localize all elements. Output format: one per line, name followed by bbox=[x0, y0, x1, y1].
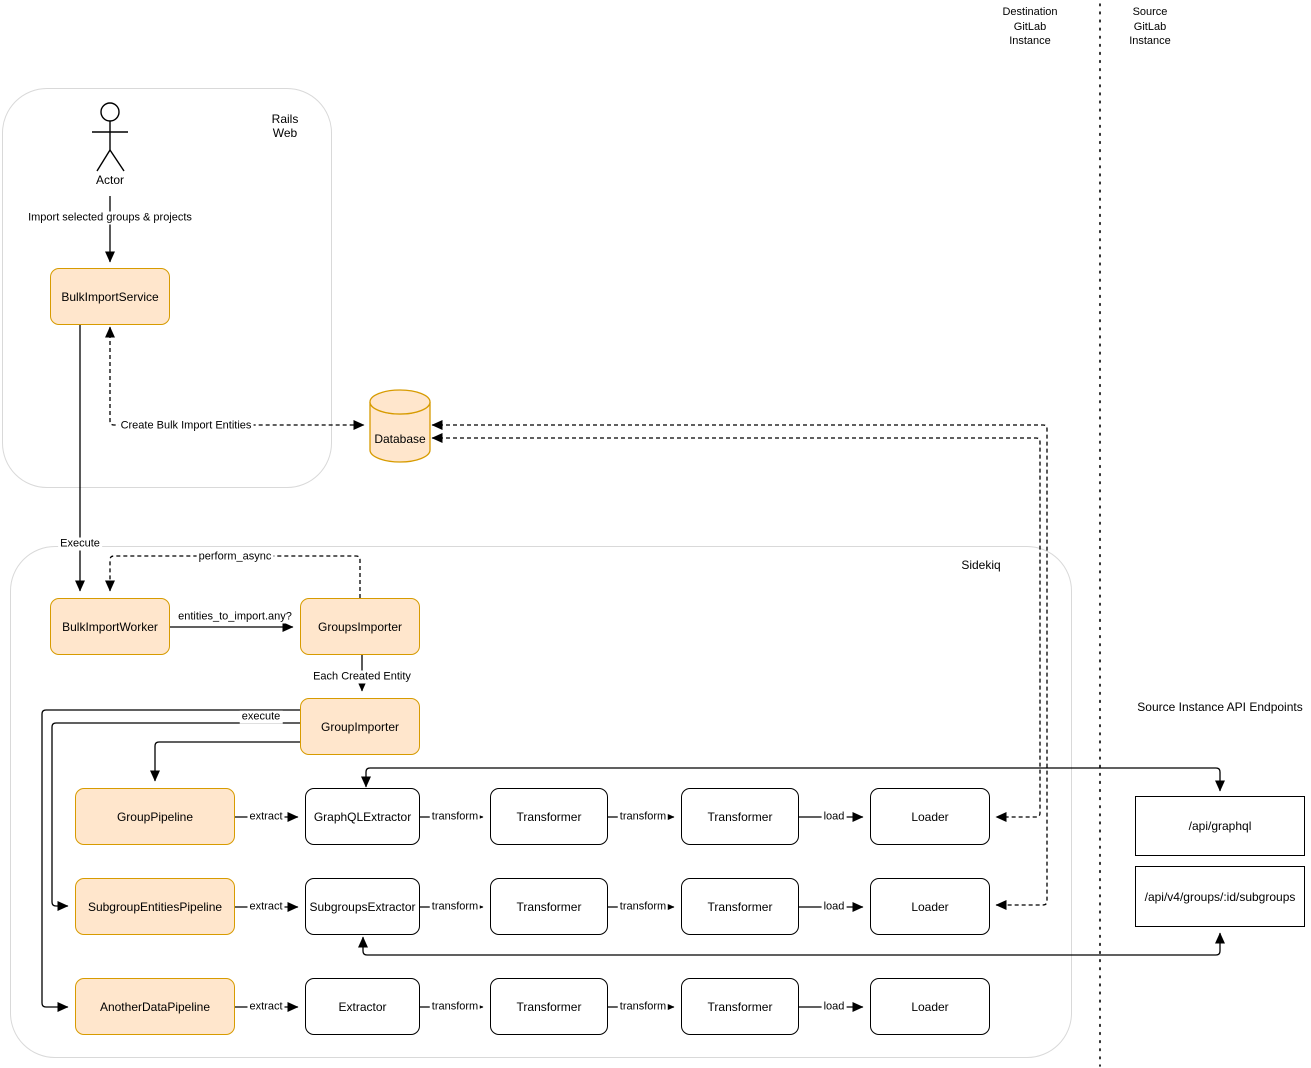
label-execute-pipeline: execute bbox=[239, 710, 283, 724]
label-transform1-row2: transform bbox=[429, 900, 481, 914]
edge-db-loader-row2 bbox=[431, 420, 1048, 910]
node-transformer-row2-b: Transformer bbox=[681, 878, 799, 935]
label-create-entities: Create Bulk Import Entities bbox=[118, 419, 254, 433]
node-transformer-row3-b: Transformer bbox=[681, 978, 799, 1035]
node-loader-row2: Loader bbox=[870, 878, 990, 935]
label-extract-row2: extract bbox=[247, 900, 285, 914]
label-load-row2: load bbox=[821, 900, 847, 914]
source-instance-label: Source GitLab Instance bbox=[1129, 6, 1171, 47]
node-group-importer: GroupImporter bbox=[300, 698, 420, 755]
actor-label: Actor bbox=[95, 173, 125, 187]
node-loader-row3: Loader bbox=[870, 978, 990, 1035]
node-transformer-row1-a: Transformer bbox=[490, 788, 608, 845]
edge-execute-subgroup-pipeline bbox=[51, 722, 300, 911]
api-endpoints-title: Source Instance API Endpoints bbox=[1137, 700, 1303, 714]
node-subgroups-extractor: SubgroupsExtractor bbox=[305, 878, 420, 935]
label-perform-async: perform_async bbox=[196, 550, 274, 564]
edge-subgroups-endpoint bbox=[358, 932, 1225, 956]
label-transform1-row3: transform bbox=[429, 1000, 481, 1014]
label-extract-row1: extract bbox=[247, 810, 285, 824]
node-another-data-pipeline: AnotherDataPipeline bbox=[75, 978, 235, 1035]
node-groups-importer: GroupsImporter bbox=[300, 598, 420, 655]
database-icon bbox=[369, 389, 431, 463]
node-bulk-import-service: BulkImportService bbox=[50, 268, 170, 325]
node-loader-row1: Loader bbox=[870, 788, 990, 845]
label-load-row1: load bbox=[821, 810, 847, 824]
node-transformer-row3-a: Transformer bbox=[490, 978, 608, 1035]
node-subgroup-entities-pipeline: SubgroupEntitiesPipeline bbox=[75, 878, 235, 935]
label-transform2-row3: transform bbox=[617, 1000, 669, 1014]
rails-web-container bbox=[2, 88, 332, 488]
node-graphql-extractor: GraphQLExtractor bbox=[305, 788, 420, 845]
label-load-row3: load bbox=[821, 1000, 847, 1014]
label-import-selected: Import selected groups & projects bbox=[26, 211, 194, 225]
actor-icon bbox=[92, 102, 128, 172]
label-execute: Execute bbox=[58, 537, 102, 551]
rails-web-label: Rails Web bbox=[271, 112, 299, 140]
label-each-created-entity: Each Created Entity bbox=[311, 670, 413, 684]
node-transformer-row2-a: Transformer bbox=[490, 878, 608, 935]
database-label: Database bbox=[374, 432, 426, 446]
node-bulk-import-worker: BulkImportWorker bbox=[50, 598, 170, 655]
label-transform2-row1: transform bbox=[617, 810, 669, 824]
label-transform1-row1: transform bbox=[429, 810, 481, 824]
node-api-graphql: /api/graphql bbox=[1135, 796, 1305, 856]
edge-create-entities bbox=[105, 326, 365, 430]
node-extractor: Extractor bbox=[305, 978, 420, 1035]
destination-instance-label: Destination GitLab Instance bbox=[1002, 6, 1058, 47]
edge-execute-another-pipeline bbox=[41, 709, 300, 1012]
node-api-subgroups: /api/v4/groups/:id/subgroups bbox=[1135, 866, 1305, 927]
node-transformer-row1-b: Transformer bbox=[681, 788, 799, 845]
label-entities-any: entities_to_import.any? bbox=[176, 610, 294, 624]
label-transform2-row2: transform bbox=[617, 900, 669, 914]
edge-execute-group-pipeline bbox=[150, 741, 300, 782]
label-extract-row3: extract bbox=[247, 1000, 285, 1014]
edge-db-loader-row1 bbox=[431, 433, 1041, 822]
node-group-pipeline: GroupPipeline bbox=[75, 788, 235, 845]
